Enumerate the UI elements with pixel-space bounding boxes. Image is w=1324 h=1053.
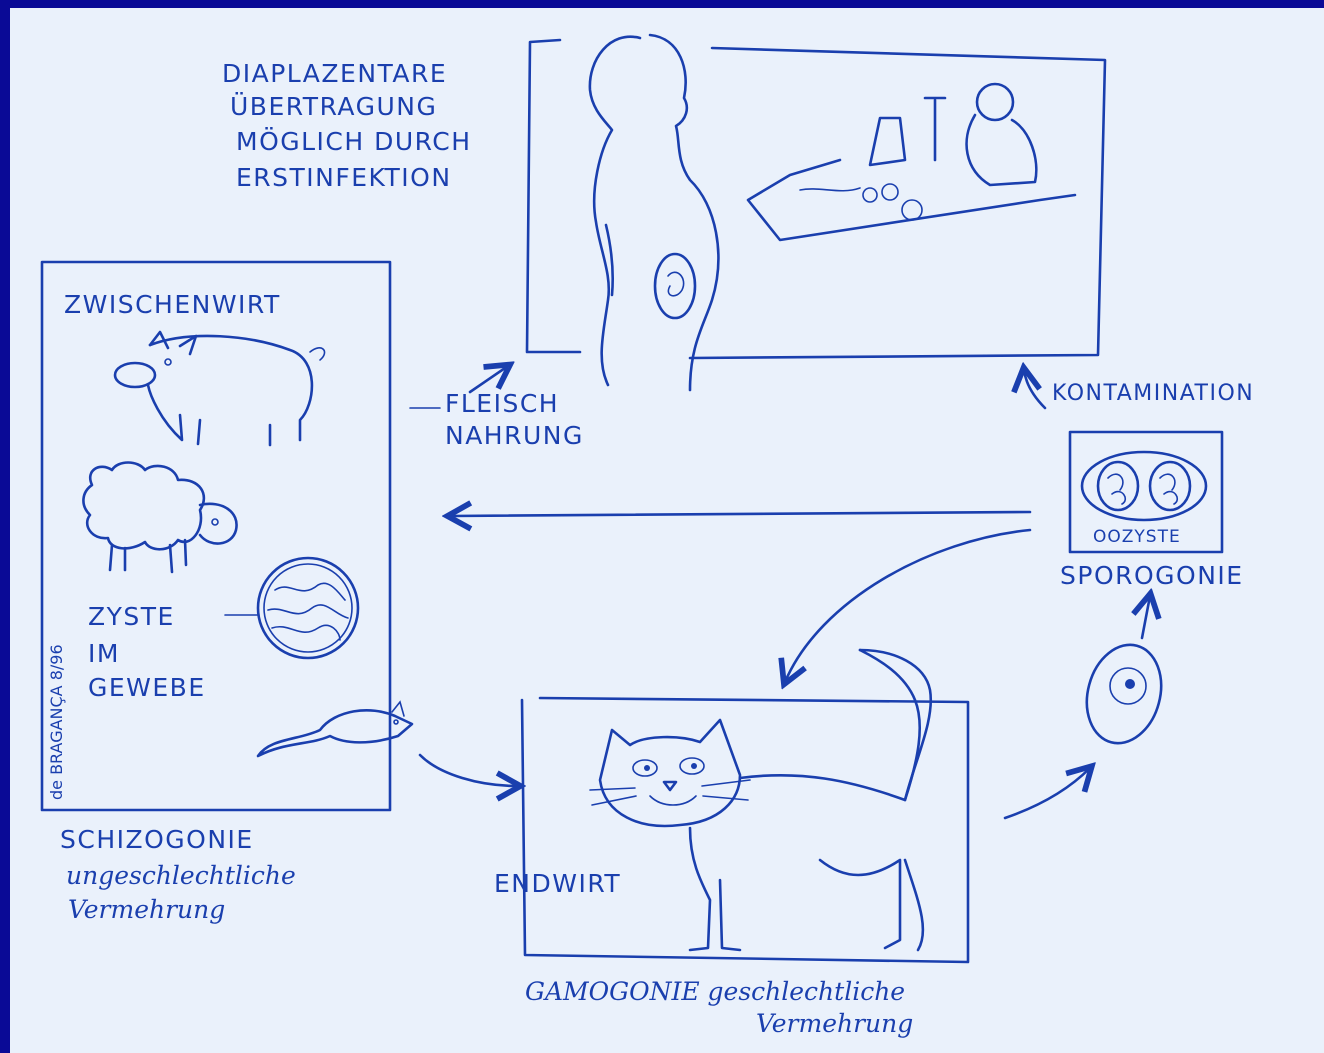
zyste-line-1: ZYSTE: [88, 602, 175, 631]
endwirt-to-oocyst-arrow: [1005, 768, 1090, 818]
oocyst-to-sporogonie-arrow: [1142, 596, 1150, 638]
cat-icon: [590, 650, 931, 950]
zyste-line-3: GEWEBE: [88, 673, 206, 702]
diaplazentar-text: DIAPLAZENTARE ÜBERTRAGUNG MÖGLICH DURCH …: [222, 59, 472, 192]
fleisch-line-2: NAHRUNG: [445, 421, 584, 450]
diaplazentar-line-1: DIAPLAZENTARE: [222, 59, 447, 88]
pregnant-woman-sandbox-box: [527, 40, 1105, 358]
fleisch-line-1: FLEISCH: [445, 389, 559, 418]
zyste-line-2: IM: [88, 639, 120, 668]
gamogonie-text: GAMOGONIE geschlechtliche Vermehrung: [525, 977, 913, 1038]
endwirt-label: ENDWIRT: [494, 869, 621, 898]
child-in-sandbox-icon: [748, 84, 1075, 240]
kontamination-arrow: [1024, 370, 1045, 408]
schizogonie-line-1: SCHIZOGONIE: [60, 825, 254, 854]
mouse-to-endwirt-arrow: [420, 755, 518, 786]
kontamination-label: KONTAMINATION: [1052, 381, 1254, 406]
oozyste-icon: [1082, 452, 1206, 520]
diaplazentar-line-2: ÜBERTRAGUNG: [230, 92, 437, 121]
zyste-text: ZYSTE IM GEWEBE: [88, 602, 206, 702]
oozyste-to-endwirt-arrow: [785, 530, 1030, 682]
oozyste-label: OOZYSTE: [1093, 527, 1181, 547]
diagram-paper: DIAPLAZENTARE ÜBERTRAGUNG MÖGLICH DURCH …: [10, 8, 1324, 1053]
schizogonie-line-3: Vermehrung: [68, 895, 225, 924]
gamogonie-line-2: Vermehrung: [756, 1009, 913, 1038]
toxoplasma-lifecycle-diagram: DIAPLAZENTARE ÜBERTRAGUNG MÖGLICH DURCH …: [10, 8, 1324, 1053]
diaplazentar-line-4: ERSTINFEKTION: [236, 163, 452, 192]
unsporulated-oocyst-icon: [1076, 636, 1171, 751]
gamogonie-line-1: GAMOGONIE geschlechtliche: [525, 977, 905, 1006]
zwischenwirt-label: ZWISCHENWIRT: [64, 290, 281, 319]
oozyste-to-zwischenwirt-arrow: [450, 512, 1030, 516]
schizogonie-line-2: ungeschlechtliche: [66, 861, 296, 890]
sporogonie-label: SPOROGONIE: [1060, 561, 1244, 590]
artist-signature: de BRAGANÇA 8/96: [47, 644, 66, 800]
diaplazentar-line-3: MÖGLICH DURCH: [236, 127, 472, 156]
pregnant-woman-icon: [590, 35, 718, 390]
sheep-icon: [83, 463, 236, 573]
schizogonie-text: SCHIZOGONIE ungeschlechtliche Vermehrung: [60, 825, 296, 924]
fleisch-text: FLEISCH NAHRUNG: [445, 389, 584, 450]
tissue-cyst-icon: [258, 558, 358, 658]
pig-icon: [115, 332, 325, 445]
